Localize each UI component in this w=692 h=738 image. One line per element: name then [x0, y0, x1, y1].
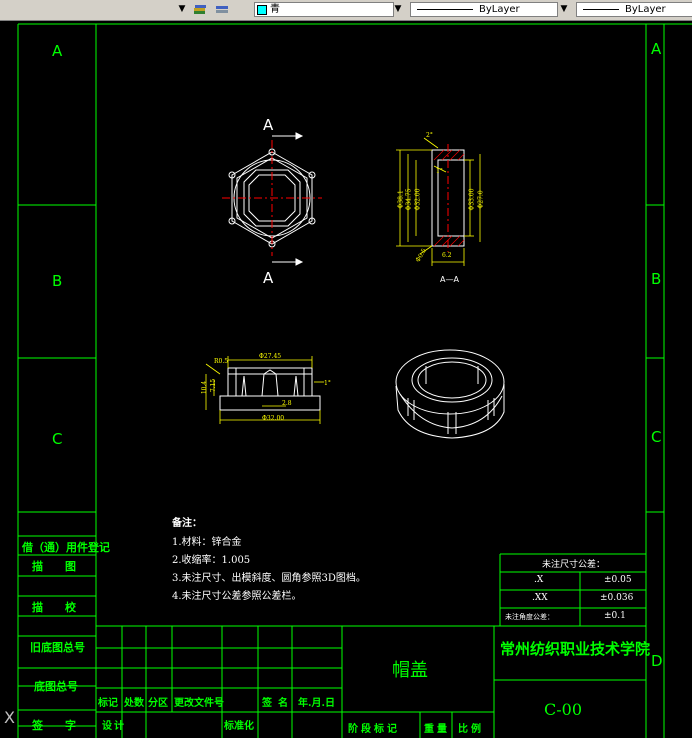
rev-header-count: 处数 [124, 698, 144, 709]
notes-title: 备注： [172, 518, 202, 529]
linetype-select[interactable]: ByLayer [410, 2, 558, 17]
linetype-label: ByLayer [479, 4, 520, 15]
rev-header-date: 年.月.日 [298, 698, 335, 709]
stage-mark-label: 阶段标记 [348, 724, 400, 735]
lineweight-label: ByLayer [625, 4, 666, 15]
zone-label-right-b: B [651, 270, 662, 288]
layer-dropdown-arrow[interactable]: ▼ [178, 4, 186, 14]
zone-label-right-c: C [651, 428, 662, 446]
properties-toolbar: ▼ 青 ▼ ByLayer ▼ ByLayer [0, 0, 692, 21]
tolerance-key-3: 未注角度公差： [505, 613, 554, 621]
dim-side-angle2: 2° [426, 132, 433, 139]
notes-item-2: 2.收缩率：1.005 [172, 555, 251, 566]
zone-label-left-c: C [52, 430, 63, 448]
dim-side-d4: Φ33.00 [468, 188, 476, 211]
dim-front-h1: 10.4 [201, 380, 209, 395]
tolerance-key-2: .XX [532, 593, 548, 603]
dim-side-d5: Φ27.0 [477, 190, 485, 209]
drawing-canvas[interactable]: A B C A B C D A A A—A Φ38.1 Φ34.75 Φ32.0… [0, 20, 692, 738]
layer-states-icon[interactable] [192, 2, 208, 17]
dim-side-width: 6.2 [442, 252, 452, 259]
part-name: 帽盖 [392, 660, 428, 681]
dim-front-bottom: Φ32.00 [262, 415, 285, 422]
notes-item-4: 4.未注尺寸公差参照公差栏。 [172, 591, 302, 602]
dim-front-h3: 2.8 [282, 400, 292, 407]
strip-old-base-no: 旧底图总号 [30, 641, 85, 654]
color-dropdown-arrow[interactable]: ▼ [394, 4, 402, 14]
section-label-bottom: A [263, 269, 274, 287]
weight-label: 重量 [424, 724, 450, 735]
scale-label: 比例 [458, 724, 484, 735]
lineweight-line-icon [583, 9, 619, 10]
design-label: 设计 [102, 721, 126, 732]
dim-side-d3: Φ32.00 [414, 188, 422, 211]
drawing-graphics [17, 23, 692, 738]
rev-header-doc: 更改文件号 [174, 698, 224, 709]
tolerance-title: 未注尺寸公差： [542, 560, 606, 570]
dim-front-radius: R0.5 [214, 358, 229, 365]
strip-base-no: 底图总号 [34, 680, 78, 693]
rev-header-zone: 分区 [148, 698, 168, 709]
tolerance-value-3: ±0.1 [604, 611, 626, 621]
strip-borrow-register: 借（通）用件登记 [22, 541, 110, 554]
strip-trace: 描 图 [32, 560, 76, 573]
linetype-line-icon [417, 9, 473, 10]
color-swatch-icon [257, 5, 267, 15]
dim-front-h2: 7.15 [210, 378, 218, 393]
rev-header-sign: 签名 [262, 698, 294, 709]
color-select[interactable]: 青 [254, 2, 394, 17]
zone-label-right-d: D [651, 652, 663, 670]
tolerance-key-1: .X [534, 575, 544, 585]
rev-header-mark: 标记 [98, 698, 118, 709]
color-select-label: 青 [270, 4, 280, 15]
dim-front-angle: 1° [324, 380, 331, 387]
section-label-top: A [263, 116, 274, 134]
tolerance-value-2: ±0.036 [600, 593, 634, 603]
notes-item-3: 3.未注尺寸、出模斜度、圆角参照3D图档。 [172, 573, 366, 584]
zone-label-right-a: A [651, 40, 662, 58]
tolerance-value-1: ±0.05 [604, 575, 632, 585]
section-view-label: A—A [440, 275, 459, 284]
strip-signature: 签 字 [32, 719, 76, 732]
strip-trace-check: 描 校 [32, 601, 76, 614]
school-name: 常州纺织职业技术学院 [500, 640, 651, 658]
zone-label-left-b: B [52, 272, 63, 290]
linetype-dropdown-arrow[interactable]: ▼ [560, 4, 568, 14]
dim-front-top: Φ27.45 [259, 353, 282, 360]
dim-side-d1: Φ38.1 [397, 190, 405, 209]
notes-item-1: 1.材料：锌合金 [172, 537, 242, 548]
drawing-number: C-00 [544, 700, 583, 719]
dim-side-d2: Φ34.75 [405, 188, 413, 211]
crosshair-mark: X [4, 708, 15, 727]
layer-previous-icon[interactable] [214, 2, 230, 17]
standard-label: 标准化 [224, 721, 254, 732]
zone-label-left-a: A [52, 42, 63, 60]
lineweight-select[interactable]: ByLayer [576, 2, 692, 17]
dim-side-angle: 1° [436, 168, 443, 175]
